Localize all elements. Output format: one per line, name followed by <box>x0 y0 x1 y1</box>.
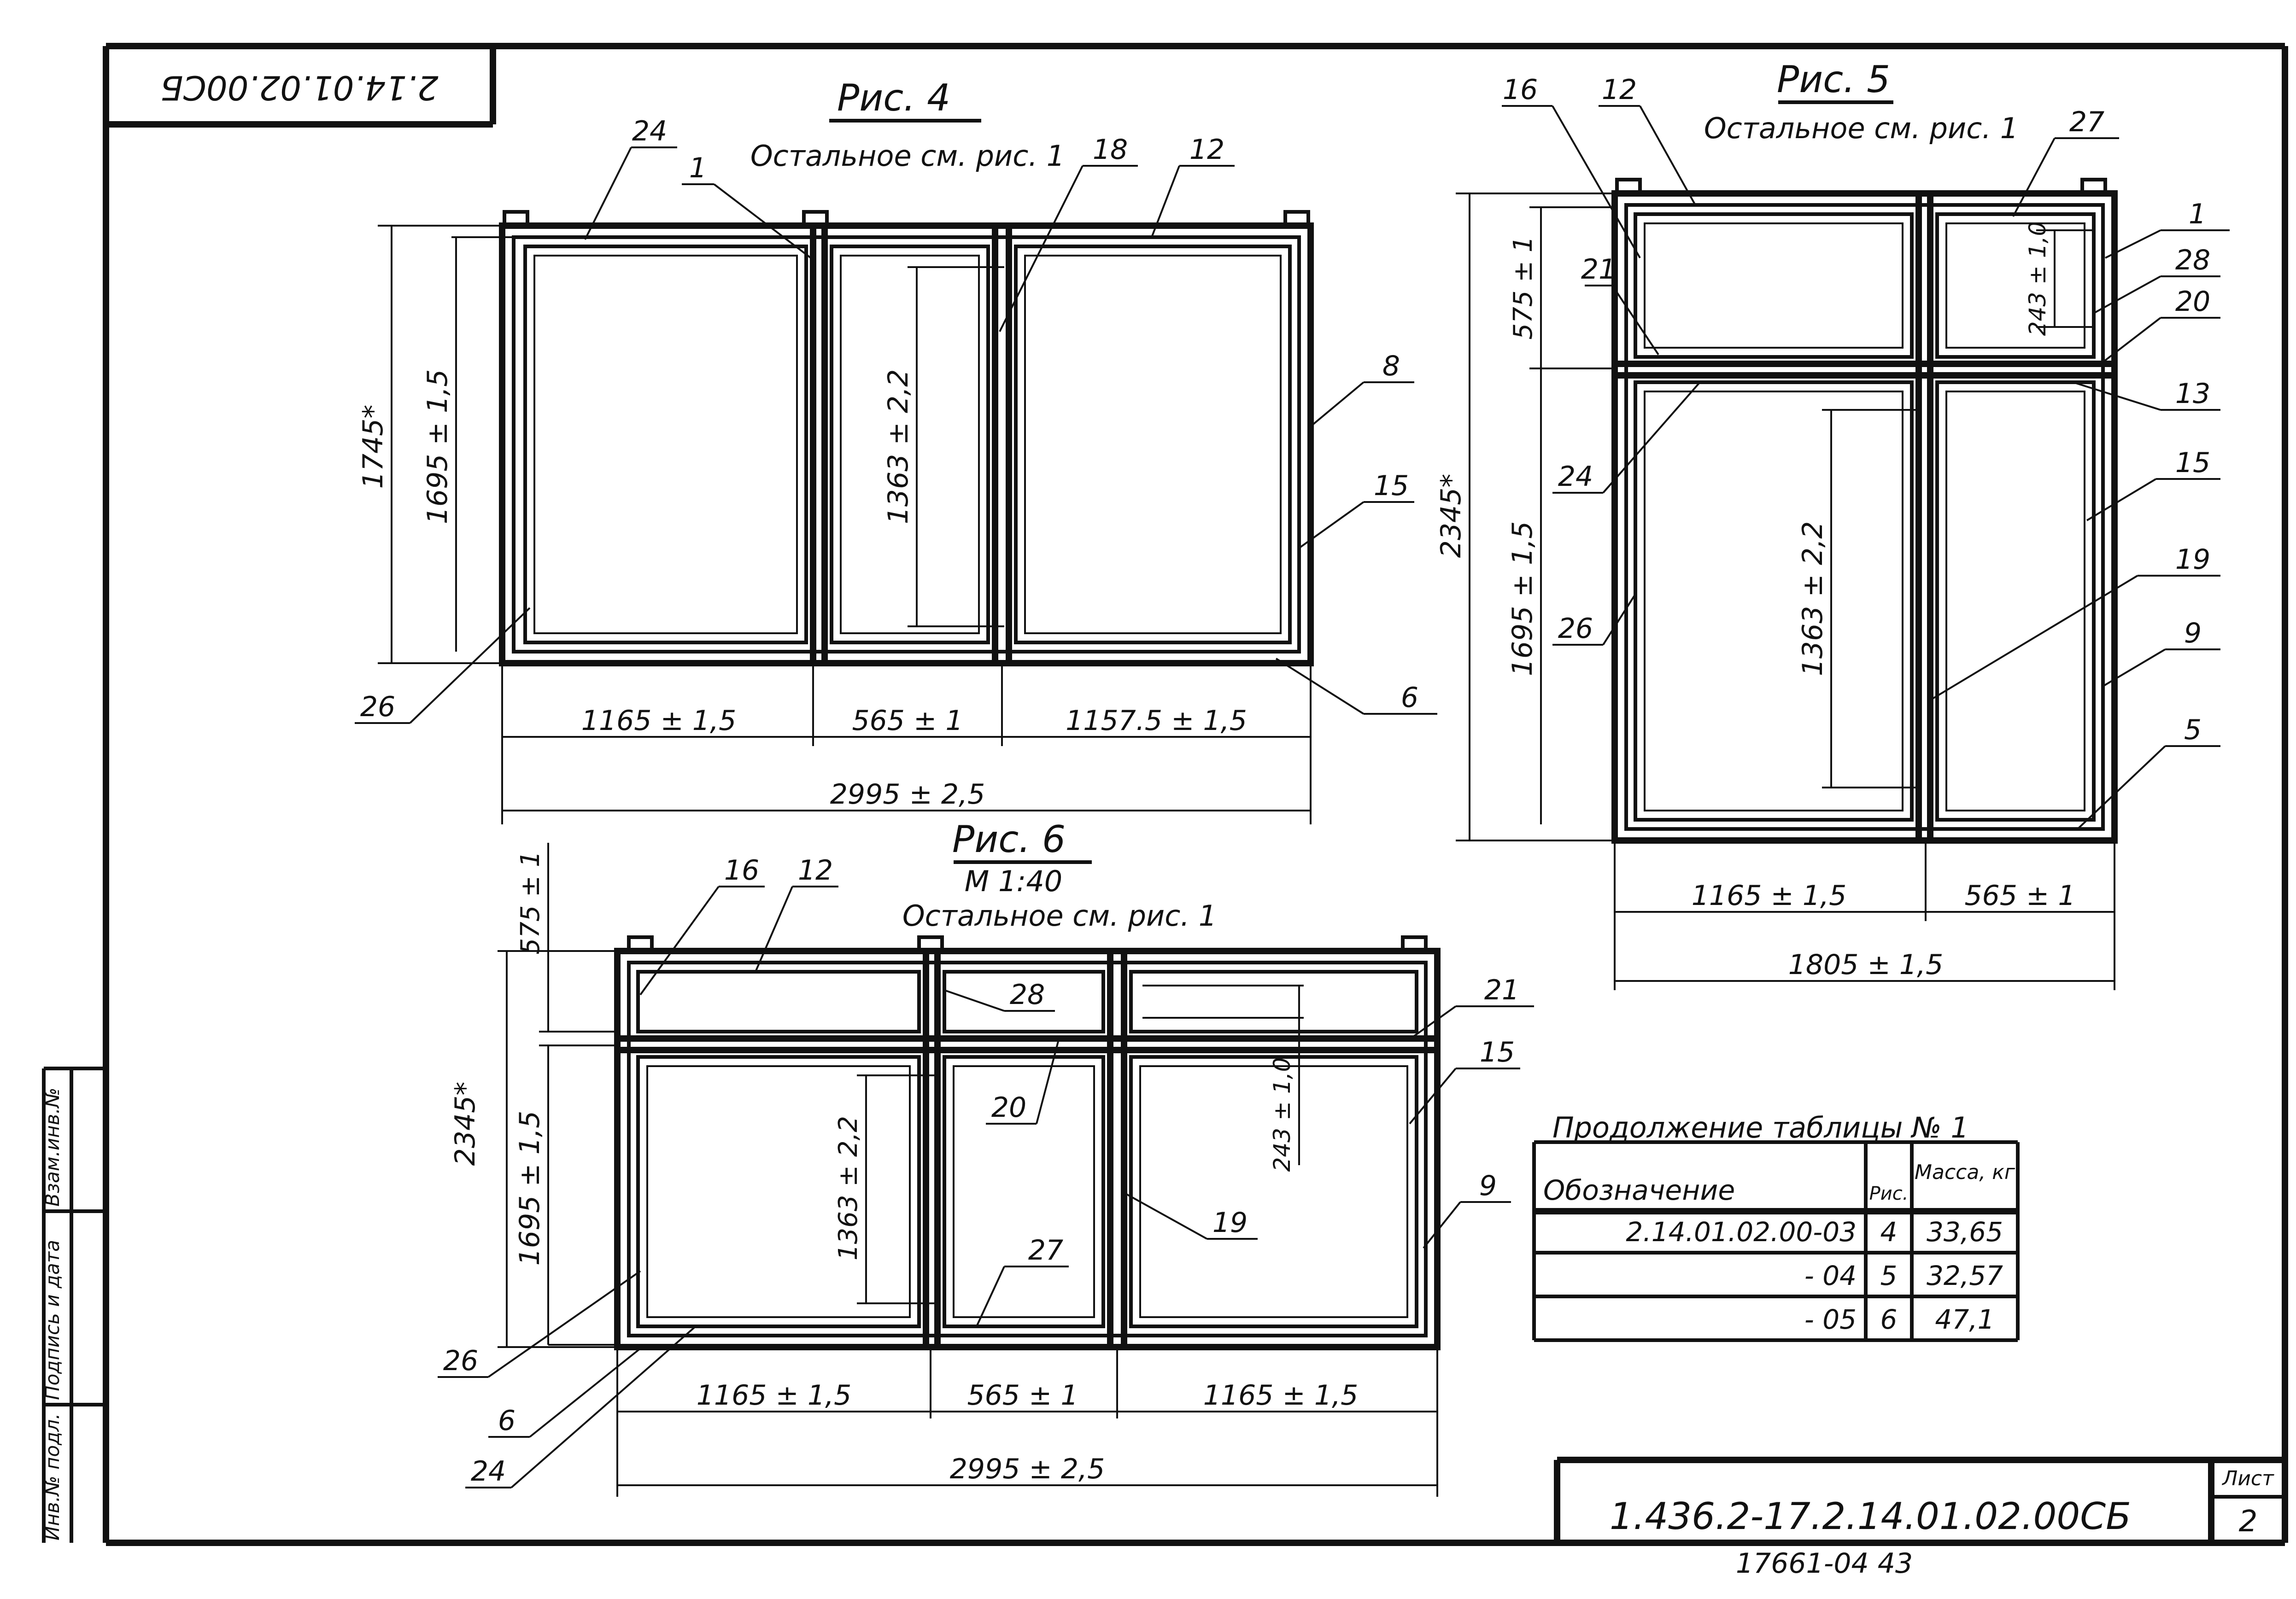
sheet-frame <box>42 43 2288 1546</box>
fig5-callout-12: 12 <box>1602 74 1637 106</box>
fig5-callout-5: 5 <box>2184 714 2202 746</box>
fig5-dim-h-top: 575 ± 1 <box>1508 236 1538 339</box>
fig4-drawing <box>499 210 1314 666</box>
fig5-callout-27: 27 <box>2069 106 2104 138</box>
fig6-callout-6: 6 <box>498 1405 515 1437</box>
table-header-mass: Масса, кг <box>1915 1161 2015 1184</box>
fig5-dim-h-vent: 243 ± 1,0 <box>2024 222 2051 336</box>
fig4-callout-15: 15 <box>1374 470 1409 502</box>
fig5-dim-w-right: 565 ± 1 <box>1964 880 2075 912</box>
fig4-dim-w-total: 2995 ± 2,5 <box>830 778 985 811</box>
table-row-1-designation: 2.14.01.02.00-03 <box>1626 1216 1857 1248</box>
table-row-1-mass: 33,65 <box>1927 1216 2003 1248</box>
fig4-callout-24: 24 <box>632 115 667 147</box>
table-row-2-fig: 5 <box>1880 1260 1898 1291</box>
fig6-dim-h-total: 2345* <box>449 1082 481 1166</box>
fig5-callout-26: 26 <box>1558 613 1593 645</box>
fig4-dim-w-left: 1165 ± 1,5 <box>581 705 737 737</box>
fig5-callout-9: 9 <box>2184 617 2202 649</box>
table-header-fig: Рис. <box>1869 1183 1909 1204</box>
mass-table <box>1532 1140 2020 1342</box>
fig5-callout-20: 20 <box>2175 286 2210 318</box>
fig5-callout-1: 1 <box>2189 198 2206 230</box>
table-row-3-fig: 6 <box>1880 1304 1898 1335</box>
table-header-designation: Обозначение <box>1543 1174 1735 1207</box>
fig5-callout-15: 15 <box>2175 447 2210 479</box>
fig4-dim-w-mid: 565 ± 1 <box>852 705 963 737</box>
fig6-note: Остальное см. рис. 1 <box>902 899 1217 933</box>
fig4-callout-18: 18 <box>1093 134 1128 166</box>
fig5-callout-21: 21 <box>1581 253 1616 286</box>
fig5-dim-w-left: 1165 ± 1,5 <box>1692 880 1847 912</box>
fig6-callout-16: 16 <box>724 854 759 887</box>
fig5-dim-h-total: 2345* <box>1435 474 1467 558</box>
fig6-callout-9: 9 <box>1479 1170 1497 1202</box>
fig4-callout-26: 26 <box>360 691 395 723</box>
fig5-drawing <box>1611 178 2118 844</box>
fig4-callout-12: 12 <box>1189 134 1224 166</box>
side-stamp-inv: Инв.№ подл. <box>41 1413 64 1541</box>
fig6-callout-20: 20 <box>991 1091 1026 1124</box>
fig6-callout-12: 12 <box>798 854 833 887</box>
fig4-dim-h-total: 1745* <box>357 405 389 489</box>
table-row-1-fig: 4 <box>1880 1216 1898 1248</box>
fig5-leaders <box>1502 105 2230 830</box>
fig5-title: Рис. 5 <box>1777 58 1890 101</box>
fig6-callout-24: 24 <box>471 1455 506 1488</box>
document-number: 1.436.2-17.2.14.01.02.00СБ <box>1610 1495 2131 1538</box>
fig5-callout-16: 16 <box>1503 74 1538 106</box>
fig5-dim-h-frame: 1695 ± 1,5 <box>1506 521 1539 677</box>
fig5-note: Остальное см. рис. 1 <box>1704 111 2018 145</box>
fig6-callout-28: 28 <box>1010 979 1045 1011</box>
stamp-upside-down: 2.14.01.02.00СБ <box>160 68 439 107</box>
fig4-leaders <box>355 146 1437 724</box>
fig6-drawing <box>614 935 1441 1350</box>
fig6-dim-w-total: 2995 ± 2,5 <box>950 1453 1105 1485</box>
table-row-2-mass: 32,57 <box>1927 1260 2003 1291</box>
fig6-dim-w-left: 1165 ± 1,5 <box>697 1379 852 1412</box>
table-row-3-designation: - 05 <box>1804 1304 1857 1335</box>
fig4-title: Рис. 4 <box>837 76 950 119</box>
fig6-dim-h-frame: 1695 ± 1,5 <box>514 1111 546 1266</box>
fig5-dimensions <box>1456 193 2115 990</box>
fig6-dimensions <box>498 843 1438 1497</box>
fig4-dimensions <box>378 225 1312 824</box>
fig6-callout-27: 27 <box>1028 1234 1063 1266</box>
fig5-callout-24: 24 <box>1558 461 1593 493</box>
fig6-callout-21: 21 <box>1484 974 1519 1006</box>
fig4-note: Остальное см. рис. 1 <box>750 139 1065 173</box>
fig6-leaders <box>438 886 1534 1488</box>
fig4-dim-h-inner: 1363 ± 2,2 <box>882 369 914 525</box>
fig6-dim-w-right: 1165 ± 1,5 <box>1203 1379 1359 1412</box>
fig4-dim-h-frame: 1695 ± 1,5 <box>422 369 454 525</box>
fig5-callout-28: 28 <box>2175 244 2210 276</box>
fig6-scale: М 1:40 <box>965 864 1062 898</box>
fig6-dim-h-top: 575 ± 1 <box>515 851 545 954</box>
fig6-dim-h-inner: 1363 ± 2,2 <box>833 1116 863 1261</box>
table-title: Продолжение таблицы № 1 <box>1552 1111 1969 1144</box>
fig5-dim-w-total: 1805 ± 1,5 <box>1788 949 1944 981</box>
fig4-callout-1: 1 <box>689 152 707 184</box>
fig6-dim-w-mid: 565 ± 1 <box>967 1379 1078 1412</box>
fig6-callout-15: 15 <box>1480 1036 1515 1068</box>
fig4-callout-8: 8 <box>1382 350 1400 382</box>
fig6-callout-26: 26 <box>443 1345 478 1377</box>
table-row-2-designation: - 04 <box>1804 1260 1857 1291</box>
fig6-title: Рис. 6 <box>952 818 1066 861</box>
sheet-number: 2 <box>2239 1505 2258 1539</box>
fig4-callout-6: 6 <box>1401 682 1418 714</box>
fig5-dim-h-inner: 1363 ± 2,2 <box>1797 521 1829 677</box>
fig4-dim-w-right: 1157.5 ± 1,5 <box>1066 705 1247 737</box>
fig5-callout-19: 19 <box>2175 543 2210 576</box>
side-stamp-replace: Взам.инв.№ <box>41 1088 64 1207</box>
side-stamp-sign: Подпись и дата <box>41 1240 64 1400</box>
fig6-dim-h-vent: 243 ± 1,0 <box>1269 1057 1295 1172</box>
sheet-label: Лист <box>2221 1467 2274 1490</box>
table-row-3-mass: 47,1 <box>1935 1304 1994 1335</box>
fig6-callout-19: 19 <box>1212 1207 1248 1239</box>
fig5-callout-13: 13 <box>2175 378 2210 410</box>
archive-number: 17661-04 43 <box>1736 1547 1913 1580</box>
